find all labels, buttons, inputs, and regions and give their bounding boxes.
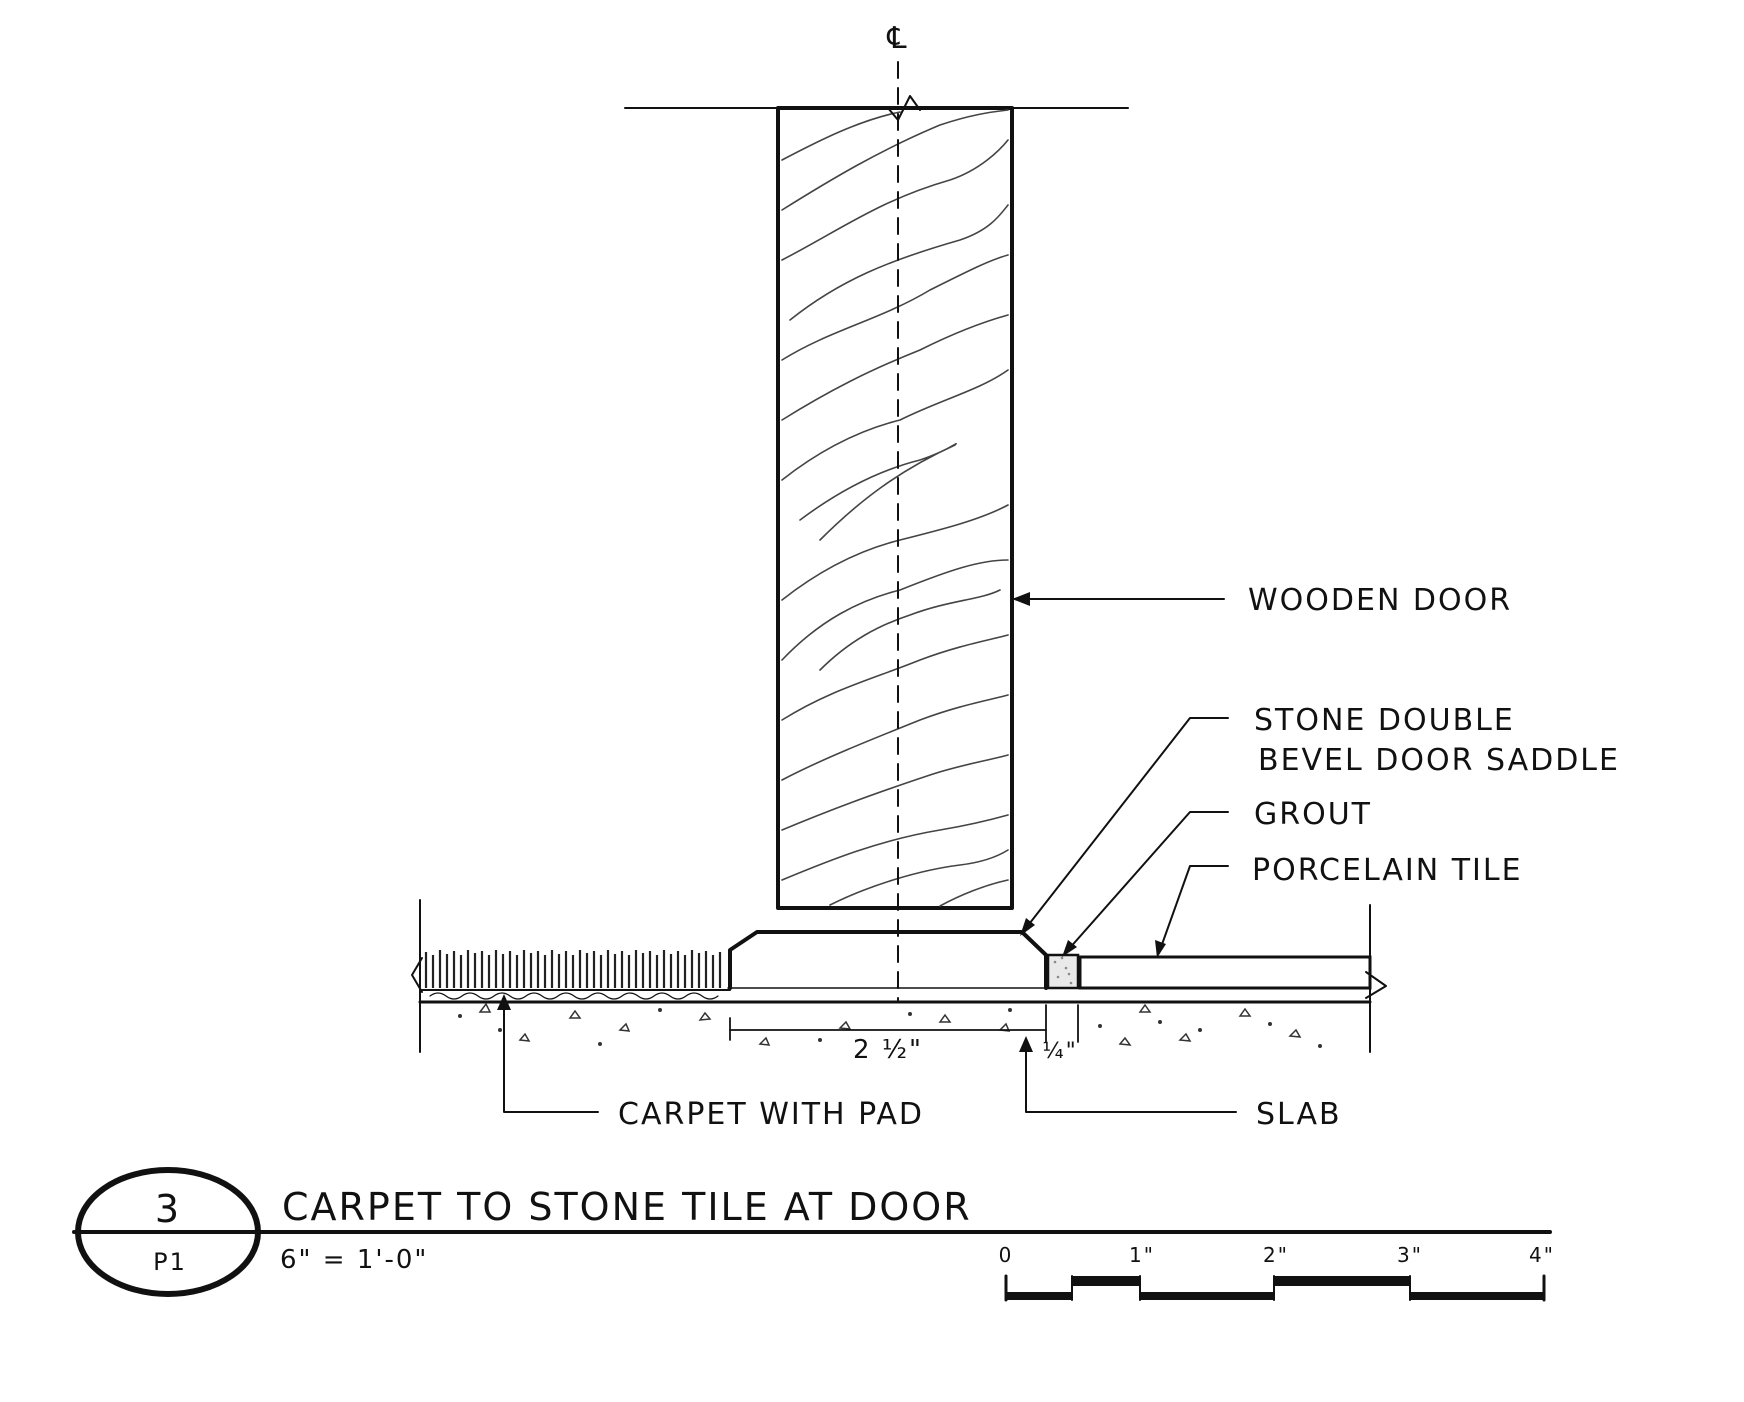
label-saddle-line2: BEVEL DOOR SADDLE — [1258, 743, 1620, 778]
scale-tick-0: 0 — [999, 1243, 1014, 1267]
carpet — [411, 950, 731, 1000]
label-carpet: CARPET WITH PAD — [618, 1097, 924, 1132]
floor-assembly — [411, 899, 1387, 1053]
slab-specks — [458, 1008, 1322, 1048]
wooden-door — [624, 106, 1129, 910]
detail-scale: 6" = 1'-0" — [280, 1245, 428, 1275]
label-wooden-door: WOODEN DOOR — [1248, 583, 1512, 618]
grout — [1046, 953, 1080, 990]
dimension-grout-label: ¼" — [1042, 1039, 1077, 1064]
dimension-saddle: 2 ½" — [729, 1004, 1047, 1065]
leader-slab: SLAB — [1019, 1036, 1342, 1132]
leader-grout: GROUT — [1062, 797, 1372, 957]
centerline: ℄ — [886, 21, 921, 1001]
sheet-number: P1 — [153, 1248, 187, 1276]
scale-bar: 0 1" 2" 3" 4" — [999, 1243, 1555, 1302]
scale-tick-4: 4" — [1529, 1243, 1555, 1267]
scale-tick-1: 1" — [1129, 1243, 1155, 1267]
dimension-grout: ¼" — [1042, 1004, 1079, 1064]
leader-saddle: STONE DOUBLE BEVEL DOOR SADDLE — [1020, 703, 1620, 936]
porcelain-tile — [1078, 955, 1387, 999]
leader-carpet: CARPET WITH PAD — [497, 994, 924, 1132]
wood-grain — [781, 109, 1009, 907]
leader-porcelain-tile: PORCELAIN TILE — [1155, 853, 1523, 958]
label-saddle-line1: STONE DOUBLE — [1254, 703, 1515, 738]
label-slab: SLAB — [1256, 1097, 1342, 1132]
leader-wooden-door: WOODEN DOOR — [1012, 583, 1512, 618]
label-grout: GROUT — [1254, 797, 1372, 832]
dimension-saddle-label: 2 ½" — [853, 1035, 923, 1065]
centerline-symbol: ℄ — [886, 21, 908, 56]
slab-aggregate — [478, 1002, 1302, 1046]
stone-saddle — [728, 930, 1048, 990]
detail-number: 3 — [155, 1187, 181, 1231]
title-block: 3 P1 CARPET TO STONE TILE AT DOOR 6" = 1… — [72, 1167, 1552, 1297]
scale-tick-3: 3" — [1397, 1243, 1423, 1267]
label-porcelain-tile: PORCELAIN TILE — [1252, 853, 1523, 888]
detail-title: CARPET TO STONE TILE AT DOOR — [282, 1185, 972, 1229]
scale-tick-2: 2" — [1263, 1243, 1289, 1267]
